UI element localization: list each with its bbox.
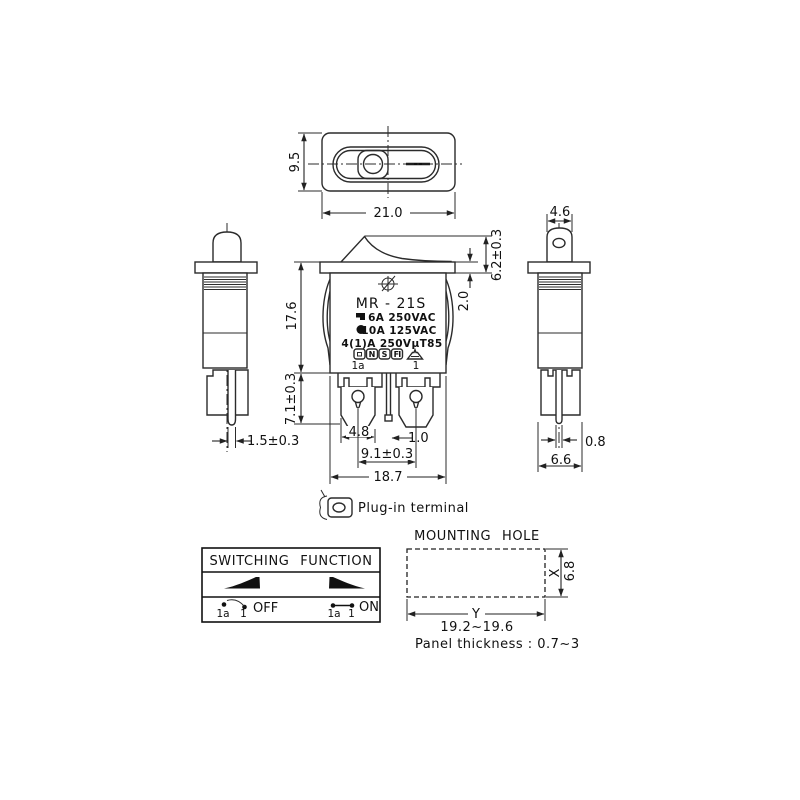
cert-letter-s: S xyxy=(382,350,388,359)
rocker-position-on-icon xyxy=(329,577,365,589)
approval-marks: N S FI xyxy=(353,347,424,360)
wire-icon-tail xyxy=(320,489,326,498)
mounting-hole-diagram: MOUNTING HOLE X 6.8 Y 19.2~19.6 Panel th… xyxy=(406,529,580,652)
terminal-block xyxy=(206,369,249,416)
dim-top-height: 9.5 xyxy=(288,152,303,173)
right-side-view: 4.6 0.8 6.6 xyxy=(527,205,606,472)
terminal-boss-left xyxy=(337,373,383,388)
dim-body-depth: 6.6 xyxy=(551,453,572,468)
dim-terminal-width: 4.8 xyxy=(349,425,370,440)
button-profile xyxy=(212,231,242,263)
rating-line-2: 10A 125VAC xyxy=(361,325,437,337)
dim-hole-width-range: 19.2~19.6 xyxy=(440,620,513,635)
off-terminal-1a: 1a xyxy=(216,608,229,620)
terminal-pin xyxy=(555,370,563,425)
terminal-icon-hole xyxy=(332,502,346,513)
dim-top-width: 21.0 xyxy=(374,206,403,221)
label-mask xyxy=(369,470,407,483)
top-view: 9.5 21.0 xyxy=(288,126,462,221)
vde-triangle-icon xyxy=(406,347,424,360)
terminal-tab xyxy=(546,227,573,263)
datum-symbol xyxy=(378,275,398,292)
flange xyxy=(194,261,258,274)
cert-letter-n: N xyxy=(369,350,376,359)
dim-body-width: 18.7 xyxy=(374,470,403,485)
switching-function-title: SWITCHING FUNCTION xyxy=(209,554,372,569)
cert-mark-s-icon xyxy=(378,348,391,360)
on-label: ON xyxy=(359,600,379,615)
label-mask xyxy=(548,454,573,465)
rib-lines xyxy=(539,276,581,290)
keyhole-right xyxy=(409,389,423,409)
switching-function-table: SWITCHING FUNCTION 1a 1 OFF 1a 1 ON xyxy=(201,547,381,623)
terminal-boss-right xyxy=(395,373,441,388)
dim-y-label: Y xyxy=(471,607,480,622)
terminal-pin xyxy=(227,370,237,426)
off-contact-symbol: 1a 1 OFF xyxy=(216,599,278,620)
rating-line-1: 6A 250VAC xyxy=(368,312,436,324)
cert-mark-inner-square xyxy=(357,352,362,357)
label-mask xyxy=(362,448,412,460)
dim-terminal-length: 7.1±0.3 xyxy=(284,373,299,425)
dim-center-rib: 1.0 xyxy=(408,431,429,446)
rocker-position-off-icon xyxy=(224,577,260,589)
rib-lines xyxy=(204,276,246,290)
load-icon-square xyxy=(356,313,365,320)
label-mask xyxy=(366,206,410,219)
dim-terminal-pitch: 9.1±0.3 xyxy=(361,447,413,462)
body xyxy=(202,272,248,369)
label-mask xyxy=(468,606,485,620)
keyhole-left xyxy=(351,389,365,409)
dim-body-height: 17.6 xyxy=(285,302,300,331)
cert-mark-n-icon xyxy=(365,348,379,360)
terminal-area xyxy=(337,373,441,428)
panel-thickness-note: Panel thickness : 0.7~3 xyxy=(415,637,580,652)
front-view: MR - 21S 6A 250VAC 10A 125VAC 4(1)A 250V… xyxy=(284,229,505,485)
left-side-view: 1.5±0.3 xyxy=(194,223,299,452)
center-rib-foot xyxy=(384,414,393,422)
cert-letter-fi: FI xyxy=(394,350,402,359)
mounting-hole-outline xyxy=(406,548,546,598)
dim-actuator-height: 6.2±0.3 xyxy=(490,229,505,281)
off-label: OFF xyxy=(253,601,278,616)
load-icon-round xyxy=(356,325,366,334)
on-terminal-1a: 1a xyxy=(327,608,340,620)
cert-mark-fi-icon xyxy=(390,348,404,360)
plug-in-terminal-note: Plug-in terminal xyxy=(319,489,469,520)
on-contact-symbol: 1a 1 ON xyxy=(327,600,379,620)
dim-flange-thickness: 2.0 xyxy=(457,291,472,312)
dim-x-label: X xyxy=(548,568,563,577)
model-number: MR - 21S xyxy=(356,296,426,312)
rating-line-3: 4(1)A 250VµT85 xyxy=(341,338,442,350)
dim-tab-width: 4.6 xyxy=(550,205,571,220)
off-terminal-1: 1 xyxy=(240,608,247,620)
mounting-hole-title: MOUNTING HOLE xyxy=(414,529,540,544)
rocker-dot xyxy=(362,153,384,175)
on-terminal-1: 1 xyxy=(348,608,355,620)
wire-icon xyxy=(319,495,328,520)
tab-hole xyxy=(552,237,566,249)
flange xyxy=(319,261,456,274)
terminal-label-1a: 1a xyxy=(351,360,364,372)
plug-in-terminal-label: Plug-in terminal xyxy=(358,501,469,516)
body xyxy=(537,272,583,369)
dim-left-pin-width: 1.5±0.3 xyxy=(247,434,299,449)
dim-pin-thickness: 0.8 xyxy=(585,435,606,450)
flange xyxy=(527,261,591,274)
terminal-label-1: 1 xyxy=(413,360,420,372)
cert-mark-square-icon xyxy=(353,348,366,360)
terminal-icon xyxy=(327,497,353,518)
rocker-actuator xyxy=(340,235,452,263)
dim-hole-height: 6.8 xyxy=(563,561,578,582)
terminal-block xyxy=(540,369,581,416)
